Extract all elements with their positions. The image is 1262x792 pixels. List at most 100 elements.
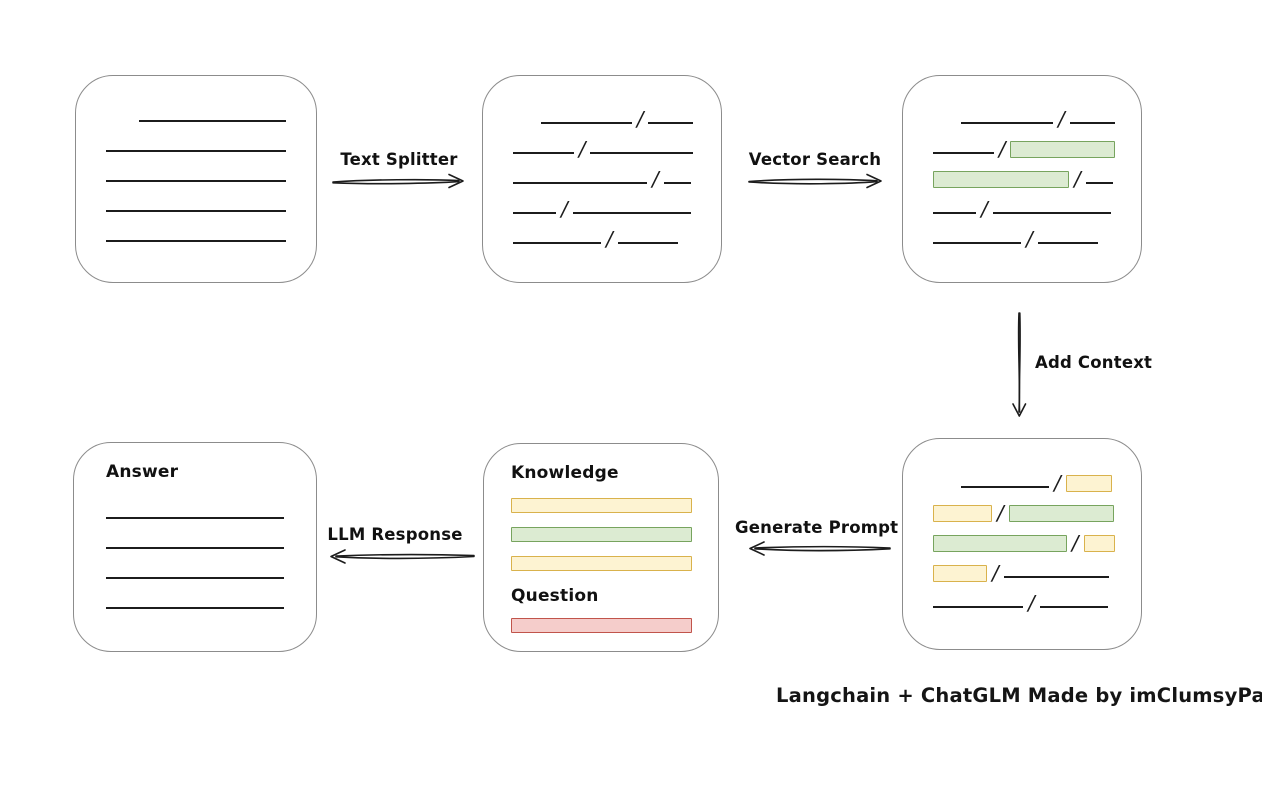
generate-prompt-arrow bbox=[749, 541, 891, 556]
text-chunk-row: / bbox=[933, 462, 1115, 493]
context-chunks-lines: / / / / / bbox=[933, 462, 1115, 615]
text-chunk-row: / bbox=[933, 582, 1115, 615]
text-line-segment bbox=[106, 545, 284, 549]
green-highlight-bar bbox=[511, 527, 692, 542]
text-chunk-row: / bbox=[513, 218, 693, 251]
vector-search-arrow bbox=[748, 173, 882, 189]
text-line-segment bbox=[1003, 574, 1109, 578]
text-chunk-row bbox=[106, 216, 286, 246]
text-line-segment bbox=[513, 180, 647, 184]
text-chunk-row: / bbox=[933, 158, 1115, 191]
text-chunk-row: / bbox=[513, 128, 693, 161]
highlight-chip-yellow bbox=[933, 505, 992, 522]
text-splitter-label: Text Splitter bbox=[340, 150, 458, 169]
llm-response-arrow bbox=[330, 549, 475, 564]
slash-separator: / bbox=[636, 107, 644, 131]
highlight-chip-green bbox=[933, 171, 1069, 188]
highlight-chip-green bbox=[933, 535, 1067, 552]
text-chunk-row: / bbox=[933, 552, 1115, 585]
text-line-segment bbox=[933, 150, 994, 154]
highlight-chip-green bbox=[1008, 505, 1114, 522]
slash-separator: / bbox=[992, 561, 999, 585]
highlight-chip-yellow bbox=[1065, 475, 1112, 492]
text-splitter-arrow bbox=[332, 173, 464, 189]
question-label: Question bbox=[511, 586, 599, 606]
text-line-segment bbox=[1039, 604, 1108, 608]
highlight-chip-yellow bbox=[933, 565, 987, 582]
text-chunk-row bbox=[106, 523, 284, 553]
text-line-segment bbox=[106, 238, 286, 242]
highlight-chip-yellow bbox=[1083, 535, 1115, 552]
text-line-segment bbox=[648, 120, 693, 124]
slash-separator: / bbox=[652, 167, 659, 191]
text-line-segment bbox=[1085, 180, 1113, 184]
text-chunk-row: / bbox=[933, 98, 1115, 131]
yellow-highlight-bar bbox=[511, 556, 692, 571]
text-line-segment bbox=[513, 210, 556, 214]
text-chunk-row bbox=[106, 156, 286, 186]
text-chunk-row: / bbox=[933, 218, 1115, 251]
slash-separator: / bbox=[606, 227, 613, 251]
red-highlight-bar bbox=[511, 618, 692, 633]
text-line-segment bbox=[513, 240, 601, 244]
text-line-segment bbox=[513, 150, 574, 154]
yellow-highlight-bar bbox=[511, 498, 692, 513]
knowledge-label: Knowledge bbox=[511, 463, 619, 483]
llm-response-label: LLM Response bbox=[327, 525, 463, 544]
text-chunk-row: / bbox=[513, 188, 693, 221]
text-chunk-row: / bbox=[513, 98, 693, 131]
slash-separator: / bbox=[1074, 167, 1081, 191]
document-lines bbox=[106, 96, 286, 246]
question-bars bbox=[511, 618, 694, 633]
text-line-segment bbox=[106, 148, 286, 152]
text-line-segment bbox=[933, 210, 976, 214]
text-chunk-row bbox=[106, 493, 284, 523]
text-line-segment bbox=[106, 515, 284, 519]
slash-separator: / bbox=[1028, 591, 1035, 615]
text-line-segment bbox=[139, 118, 286, 122]
text-line-segment bbox=[933, 240, 1021, 244]
text-line-segment bbox=[106, 178, 286, 182]
slash-separator: / bbox=[578, 137, 586, 161]
text-line-segment bbox=[106, 605, 284, 609]
answer-label: Answer bbox=[106, 462, 179, 482]
answer-lines bbox=[106, 493, 284, 613]
vector-search-label: Vector Search bbox=[748, 150, 882, 169]
text-chunk-row bbox=[106, 583, 284, 613]
credit-caption: Langchain + ChatGLM Made by imClumsyPand… bbox=[776, 684, 1262, 707]
add-context-arrow bbox=[1012, 312, 1027, 417]
text-line-segment bbox=[106, 575, 284, 579]
add-context-label: Add Context bbox=[1035, 353, 1153, 372]
text-line-segment bbox=[961, 484, 1049, 488]
answer-box: Answer bbox=[73, 442, 317, 652]
text-chunk-row: / bbox=[933, 128, 1115, 161]
slash-separator: / bbox=[998, 137, 1006, 161]
split-chunks-box: / / / / / bbox=[482, 75, 722, 283]
text-chunk-row bbox=[106, 126, 286, 156]
text-chunk-row bbox=[106, 186, 286, 216]
text-line-segment bbox=[572, 210, 691, 214]
slash-separator: / bbox=[1071, 531, 1079, 555]
knowledge-bars bbox=[511, 498, 694, 571]
generate-prompt-label: Generate Prompt bbox=[735, 518, 899, 537]
slash-separator: / bbox=[561, 197, 568, 221]
text-line-segment bbox=[992, 210, 1111, 214]
text-line-segment bbox=[1037, 240, 1098, 244]
slash-separator: / bbox=[997, 501, 1004, 525]
text-line-segment bbox=[933, 604, 1023, 608]
slash-separator: / bbox=[1058, 107, 1065, 131]
text-chunk-row: / bbox=[933, 522, 1115, 555]
split-chunks-lines: / / / / / bbox=[513, 98, 693, 251]
slash-separator: / bbox=[981, 197, 988, 221]
text-line-segment bbox=[617, 240, 678, 244]
text-line-segment bbox=[1069, 120, 1115, 124]
slash-separator: / bbox=[1026, 227, 1033, 251]
context-chunks-box: / / / / / bbox=[902, 438, 1142, 650]
highlight-chip-green bbox=[1010, 141, 1115, 158]
document-box bbox=[75, 75, 317, 283]
text-line-segment bbox=[590, 150, 693, 154]
text-chunk-row: / bbox=[513, 158, 693, 191]
prompt-box: Knowledge Question bbox=[483, 443, 719, 652]
vector-matched-box: / / / / / bbox=[902, 75, 1142, 283]
